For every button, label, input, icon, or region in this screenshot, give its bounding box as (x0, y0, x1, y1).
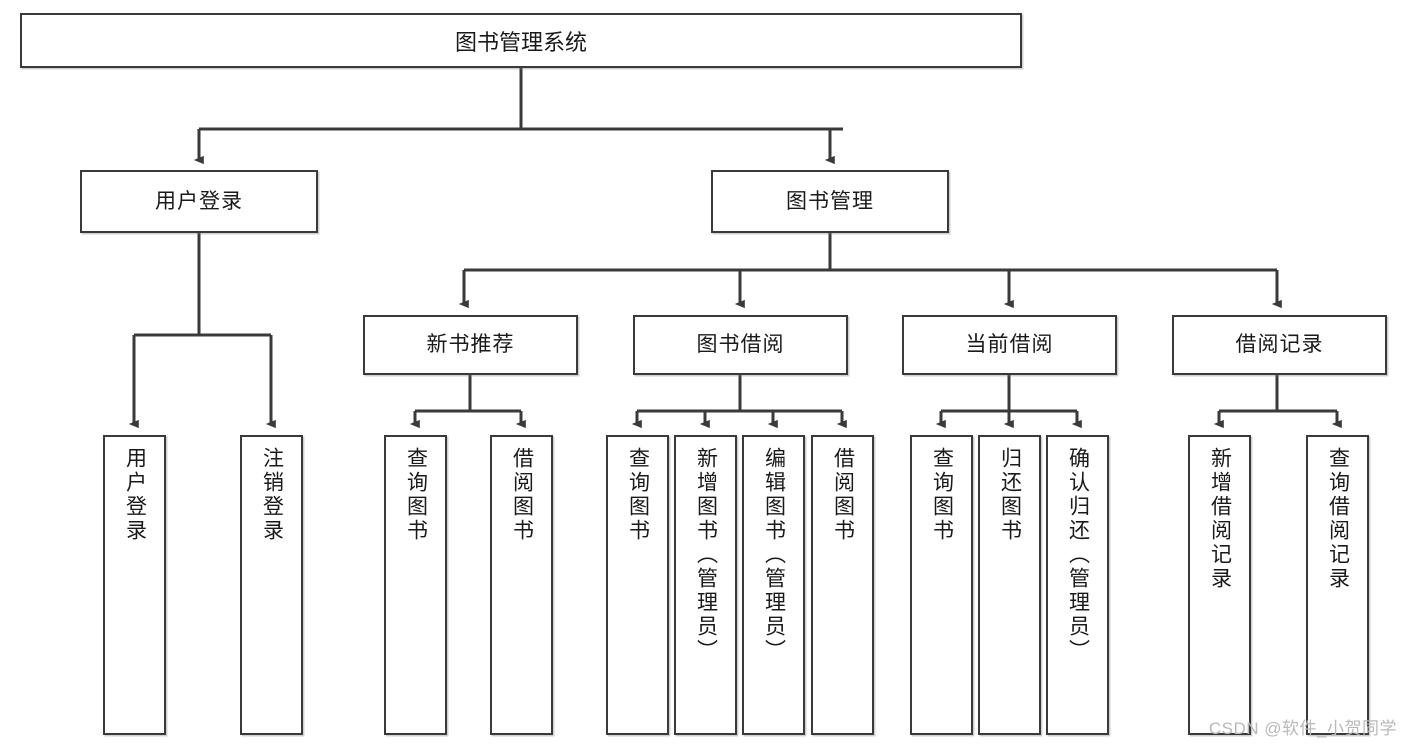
leaf-user-login-login[interactable]: 用户登录 (103, 435, 166, 735)
node-book-management[interactable]: 图书管理 (711, 170, 949, 233)
leaf-new-book-query[interactable]: 查询图书 (384, 435, 447, 735)
node-label: 图书管理 (786, 189, 874, 213)
node-label: 新增借阅记录 (1208, 447, 1232, 591)
node-borrow-record[interactable]: 借阅记录 (1172, 315, 1387, 375)
node-current-borrow[interactable]: 当前借阅 (902, 315, 1117, 375)
node-label: 新书推荐 (426, 333, 515, 357)
leaf-new-book-borrow[interactable]: 借阅图书 (490, 435, 553, 735)
leaf-book-borrow-lend[interactable]: 借阅图书 (811, 435, 874, 735)
leaf-book-borrow-add[interactable]: 新增图书（管理员） (674, 435, 737, 735)
node-label: 查询图书 (930, 447, 954, 543)
leaf-book-borrow-edit[interactable]: 编辑图书（管理员） (742, 435, 805, 735)
leaf-borrow-record-add[interactable]: 新增借阅记录 (1188, 435, 1251, 735)
node-root-system[interactable]: 图书管理系统 (20, 13, 1022, 68)
node-label: 用户登录 (155, 189, 243, 213)
node-label: 图书借阅 (696, 333, 785, 357)
node-label: 查询图书 (404, 447, 428, 543)
node-label: 查询借阅记录 (1326, 447, 1350, 591)
leaf-current-borrow-return[interactable]: 归还图书 (978, 435, 1041, 735)
leaf-book-borrow-query[interactable]: 查询图书 (606, 435, 669, 735)
node-label: 当前借阅 (965, 333, 1054, 357)
node-label: 借阅图书 (831, 447, 855, 543)
node-label: 编辑图书（管理员） (762, 447, 786, 663)
node-label: 注销登录 (260, 447, 284, 543)
node-label: 确认归还（管理员） (1066, 447, 1090, 663)
leaf-user-login-logout[interactable]: 注销登录 (240, 435, 303, 735)
node-label: 归还图书 (998, 447, 1022, 543)
leaf-current-borrow-query[interactable]: 查询图书 (910, 435, 973, 735)
node-label: 借阅图书 (510, 447, 534, 543)
node-label: 用户登录 (123, 447, 147, 543)
node-label: 新增图书（管理员） (694, 447, 718, 663)
node-label: 图书管理系统 (454, 29, 587, 55)
node-book-borrow[interactable]: 图书借阅 (633, 315, 848, 375)
leaf-current-borrow-confirm-return[interactable]: 确认归还（管理员） (1046, 435, 1109, 735)
node-new-book-recommend[interactable]: 新书推荐 (363, 315, 578, 375)
watermark: CSDN @软件_小贺同学 (1208, 719, 1397, 738)
node-label: 查询图书 (626, 447, 650, 543)
node-label: 借阅记录 (1235, 333, 1324, 357)
node-user-login[interactable]: 用户登录 (80, 170, 318, 233)
leaf-borrow-record-query[interactable]: 查询借阅记录 (1306, 435, 1369, 735)
